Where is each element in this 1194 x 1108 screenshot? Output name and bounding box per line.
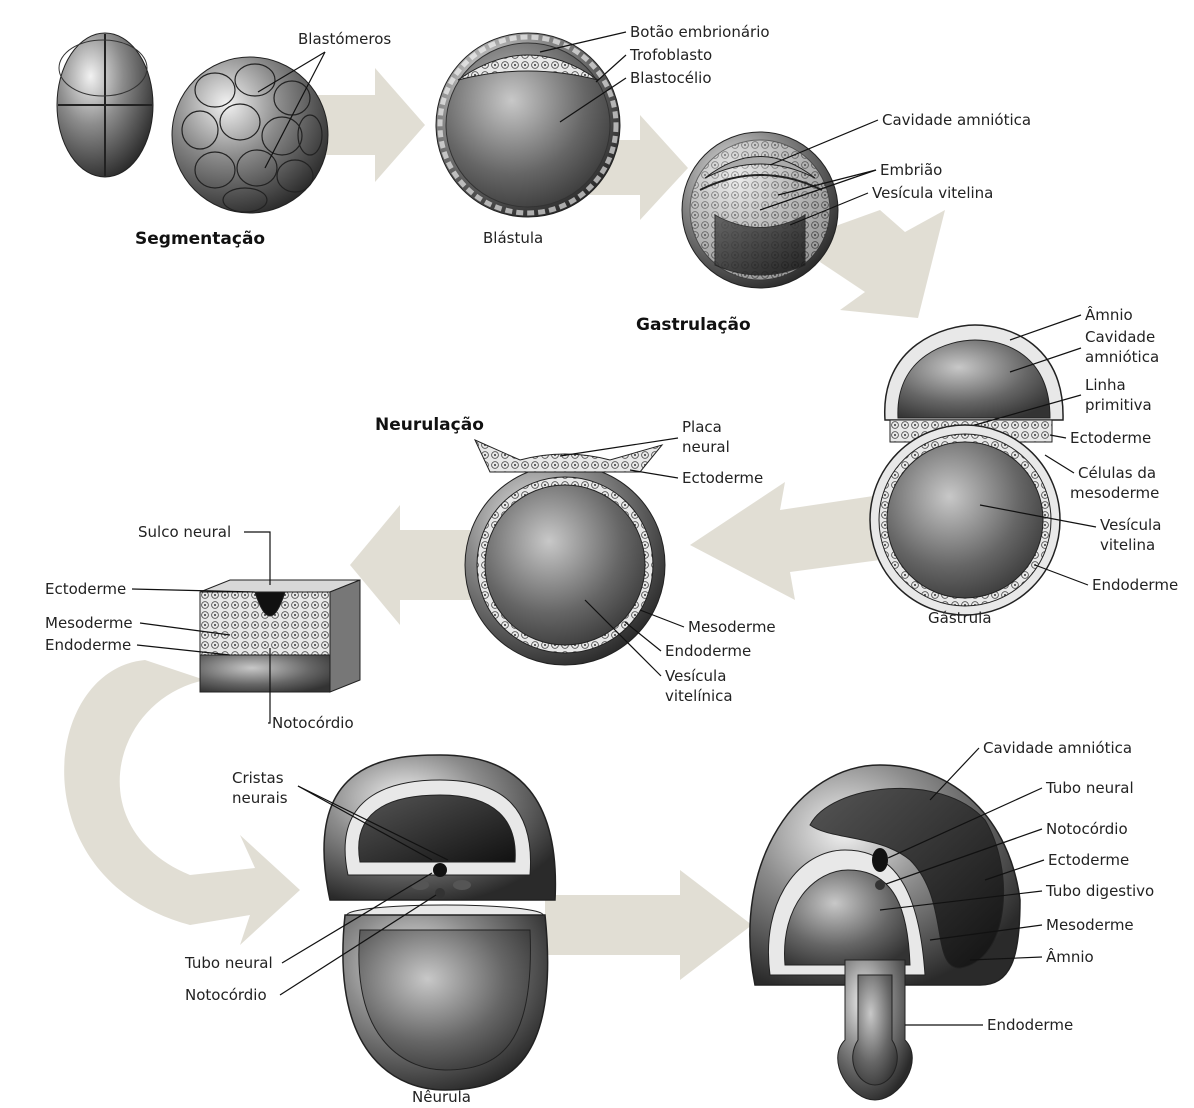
label-blastomeros: Blastómeros [298, 30, 391, 48]
label-vitelinica-line2: vitelínica [665, 687, 733, 705]
stage-title-blastula: Blástula [483, 229, 543, 247]
gastrula-stage: Gástrula Âmnio Cavidade amniótica Linha … [870, 305, 1178, 627]
label-endoderme-gastrula: Endoderme [1092, 576, 1178, 594]
label-linha: Linha [1085, 376, 1126, 394]
label-vesicula-vitelina: Vesícula vitelina [872, 184, 993, 202]
label-celulas-da: Células da [1078, 464, 1156, 482]
stage-title-gastrulacao: Gastrulação [636, 315, 751, 335]
label-ectoderme-final: Ectoderme [1048, 851, 1129, 869]
label-tubo-neural-final: Tubo neural [1045, 779, 1134, 797]
label-notocordio-left: Notocórdio [185, 986, 267, 1004]
label-notocordio-final: Notocórdio [1046, 820, 1128, 838]
label-endoderme-neurul: Endoderme [665, 642, 751, 660]
neurula-stage: Nêurula Cristas neurais Tubo neural Noto… [184, 755, 555, 1106]
notochord-dot [435, 888, 445, 898]
arrow-neurula-to-final [545, 870, 752, 980]
label-vesicula-line1: Vesícula [1100, 516, 1161, 534]
arrow-gastrulation-to-gastrula [820, 210, 945, 318]
label-notocordio-block: Notocórdio [272, 714, 354, 732]
final-embryo-stage: Cavidade amniótica Tubo neural Notocórdi… [750, 739, 1154, 1100]
label-mesoderme-final: Mesoderme [1046, 916, 1134, 934]
label-cavidade-line1: Cavidade [1085, 328, 1155, 346]
stage-title-neurulacao: Neurulação [375, 415, 484, 435]
label-endoderme-final: Endoderme [987, 1016, 1073, 1034]
label-vesicula-vitelinica-line1: Vesícula [665, 667, 726, 685]
label-amniotica-line2: amniótica [1085, 348, 1159, 366]
label-tubo-neural-left: Tubo neural [184, 954, 273, 972]
label-amnio-final: Âmnio [1046, 947, 1094, 966]
label-ectoderme-block: Ectoderme [45, 580, 126, 598]
label-cavidade-amniotica: Cavidade amniótica [882, 111, 1031, 129]
label-neurais: neurais [232, 789, 288, 807]
arrow-gastrula-to-neurulation [690, 482, 880, 600]
label-mesoderme-block: Mesoderme [45, 614, 133, 632]
stage-title-segmentacao: Segmentação [135, 229, 265, 249]
label-placa: Placa [682, 418, 722, 436]
stage-title-gastrula: Gástrula [928, 609, 992, 627]
neural-tube-dot [433, 863, 447, 877]
label-endoderme-block: Endoderme [45, 636, 131, 654]
label-sulco-neural: Sulco neural [138, 523, 231, 541]
label-ectoderme-gastrula: Ectoderme [1070, 429, 1151, 447]
label-ectoderme-neurul: Ectoderme [682, 469, 763, 487]
label-botao-embrionario: Botão embrionário [630, 23, 770, 41]
label-cristas: Cristas [232, 769, 284, 787]
label-vitelina-line2: vitelina [1100, 536, 1155, 554]
arrow-neurulation-to-block [350, 505, 470, 625]
label-tubo-digestivo: Tubo digestivo [1045, 882, 1154, 900]
label-blastocelio: Blastocélio [630, 69, 712, 87]
label-amnio: Âmnio [1085, 305, 1133, 324]
stage-title-neurula: Nêurula [412, 1088, 471, 1106]
label-cavidade-amniotica-final: Cavidade amniótica [983, 739, 1132, 757]
gastrulation-stage: Gastrulação Cavidade amniótica Embrião V… [636, 111, 1031, 335]
label-primitiva: primitiva [1085, 396, 1152, 414]
label-mesoderme-gastrula: mesoderme [1070, 484, 1159, 502]
label-mesoderme-neurul: Mesoderme [688, 618, 776, 636]
morula [172, 57, 328, 213]
label-neural: neural [682, 438, 730, 456]
label-embriao: Embrião [880, 161, 942, 179]
label-trofoblasto: Trofoblasto [629, 46, 712, 64]
